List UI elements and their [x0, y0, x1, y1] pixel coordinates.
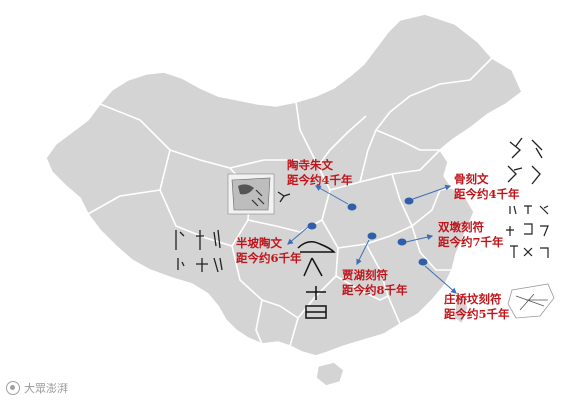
- site-age: 距今约4千年: [287, 173, 353, 187]
- site-age: 距今约7千年: [438, 235, 504, 249]
- label-taosi: 陶寺朱文 距今约4千年: [287, 158, 353, 188]
- taosi-pottery-image: [227, 173, 291, 215]
- site-dot-zhuangqiao: [418, 258, 428, 266]
- weibo-icon: [6, 381, 20, 395]
- gukewen-marks: [507, 137, 543, 185]
- site-dot-jiahu: [367, 232, 377, 240]
- label-gukewen: 骨刻文 距今约4千年: [454, 172, 520, 202]
- arrow-zhuangqiao: [424, 265, 457, 294]
- label-banpo: 半坡陶文 距今约6千年: [236, 236, 302, 266]
- arrow-jiahu: [356, 239, 370, 266]
- site-name: 庄桥坟刻符: [444, 292, 502, 306]
- label-jiahu: 贾湖刻符 距今约8千年: [342, 268, 408, 298]
- site-name: 半坡陶文: [236, 236, 282, 250]
- watermark: 大眾澎湃: [6, 380, 68, 396]
- shuangdun-marks: [506, 205, 549, 258]
- hainan-island: [315, 361, 345, 387]
- watermark-text: 大眾澎湃: [24, 382, 68, 395]
- china-mainland: [45, 13, 523, 357]
- site-age: 距今约4千年: [454, 187, 520, 201]
- site-dot-gukewen: [404, 197, 414, 205]
- site-age: 距今约5千年: [444, 307, 510, 321]
- site-age: 距今约6千年: [236, 251, 302, 265]
- jiahu-marks: [297, 241, 336, 319]
- arrow-gukewen: [412, 184, 452, 200]
- label-shuangdun: 双墩刻符 距今约7千年: [438, 220, 504, 250]
- site-name: 双墩刻符: [438, 220, 484, 234]
- site-name: 骨刻文: [454, 172, 489, 186]
- site-dot-shuangdun: [397, 238, 407, 246]
- banpo-marks: [175, 229, 223, 273]
- label-zhuangqiao: 庄桥坟刻符 距今约5千年: [444, 292, 510, 322]
- arrow-shuangdun: [405, 234, 434, 243]
- arrow-taosi: [314, 185, 349, 205]
- zhuangqiao-image: [507, 283, 555, 319]
- site-dot-taosi: [347, 203, 357, 211]
- taiwan-island: [453, 292, 469, 326]
- site-dots: [307, 197, 428, 266]
- site-name: 贾湖刻符: [342, 268, 388, 282]
- site-dot-banpo: [307, 222, 317, 230]
- arrows: [287, 184, 457, 294]
- site-age: 距今约8千年: [342, 283, 408, 297]
- arrow-banpo: [287, 226, 309, 245]
- site-name: 陶寺朱文: [287, 158, 333, 172]
